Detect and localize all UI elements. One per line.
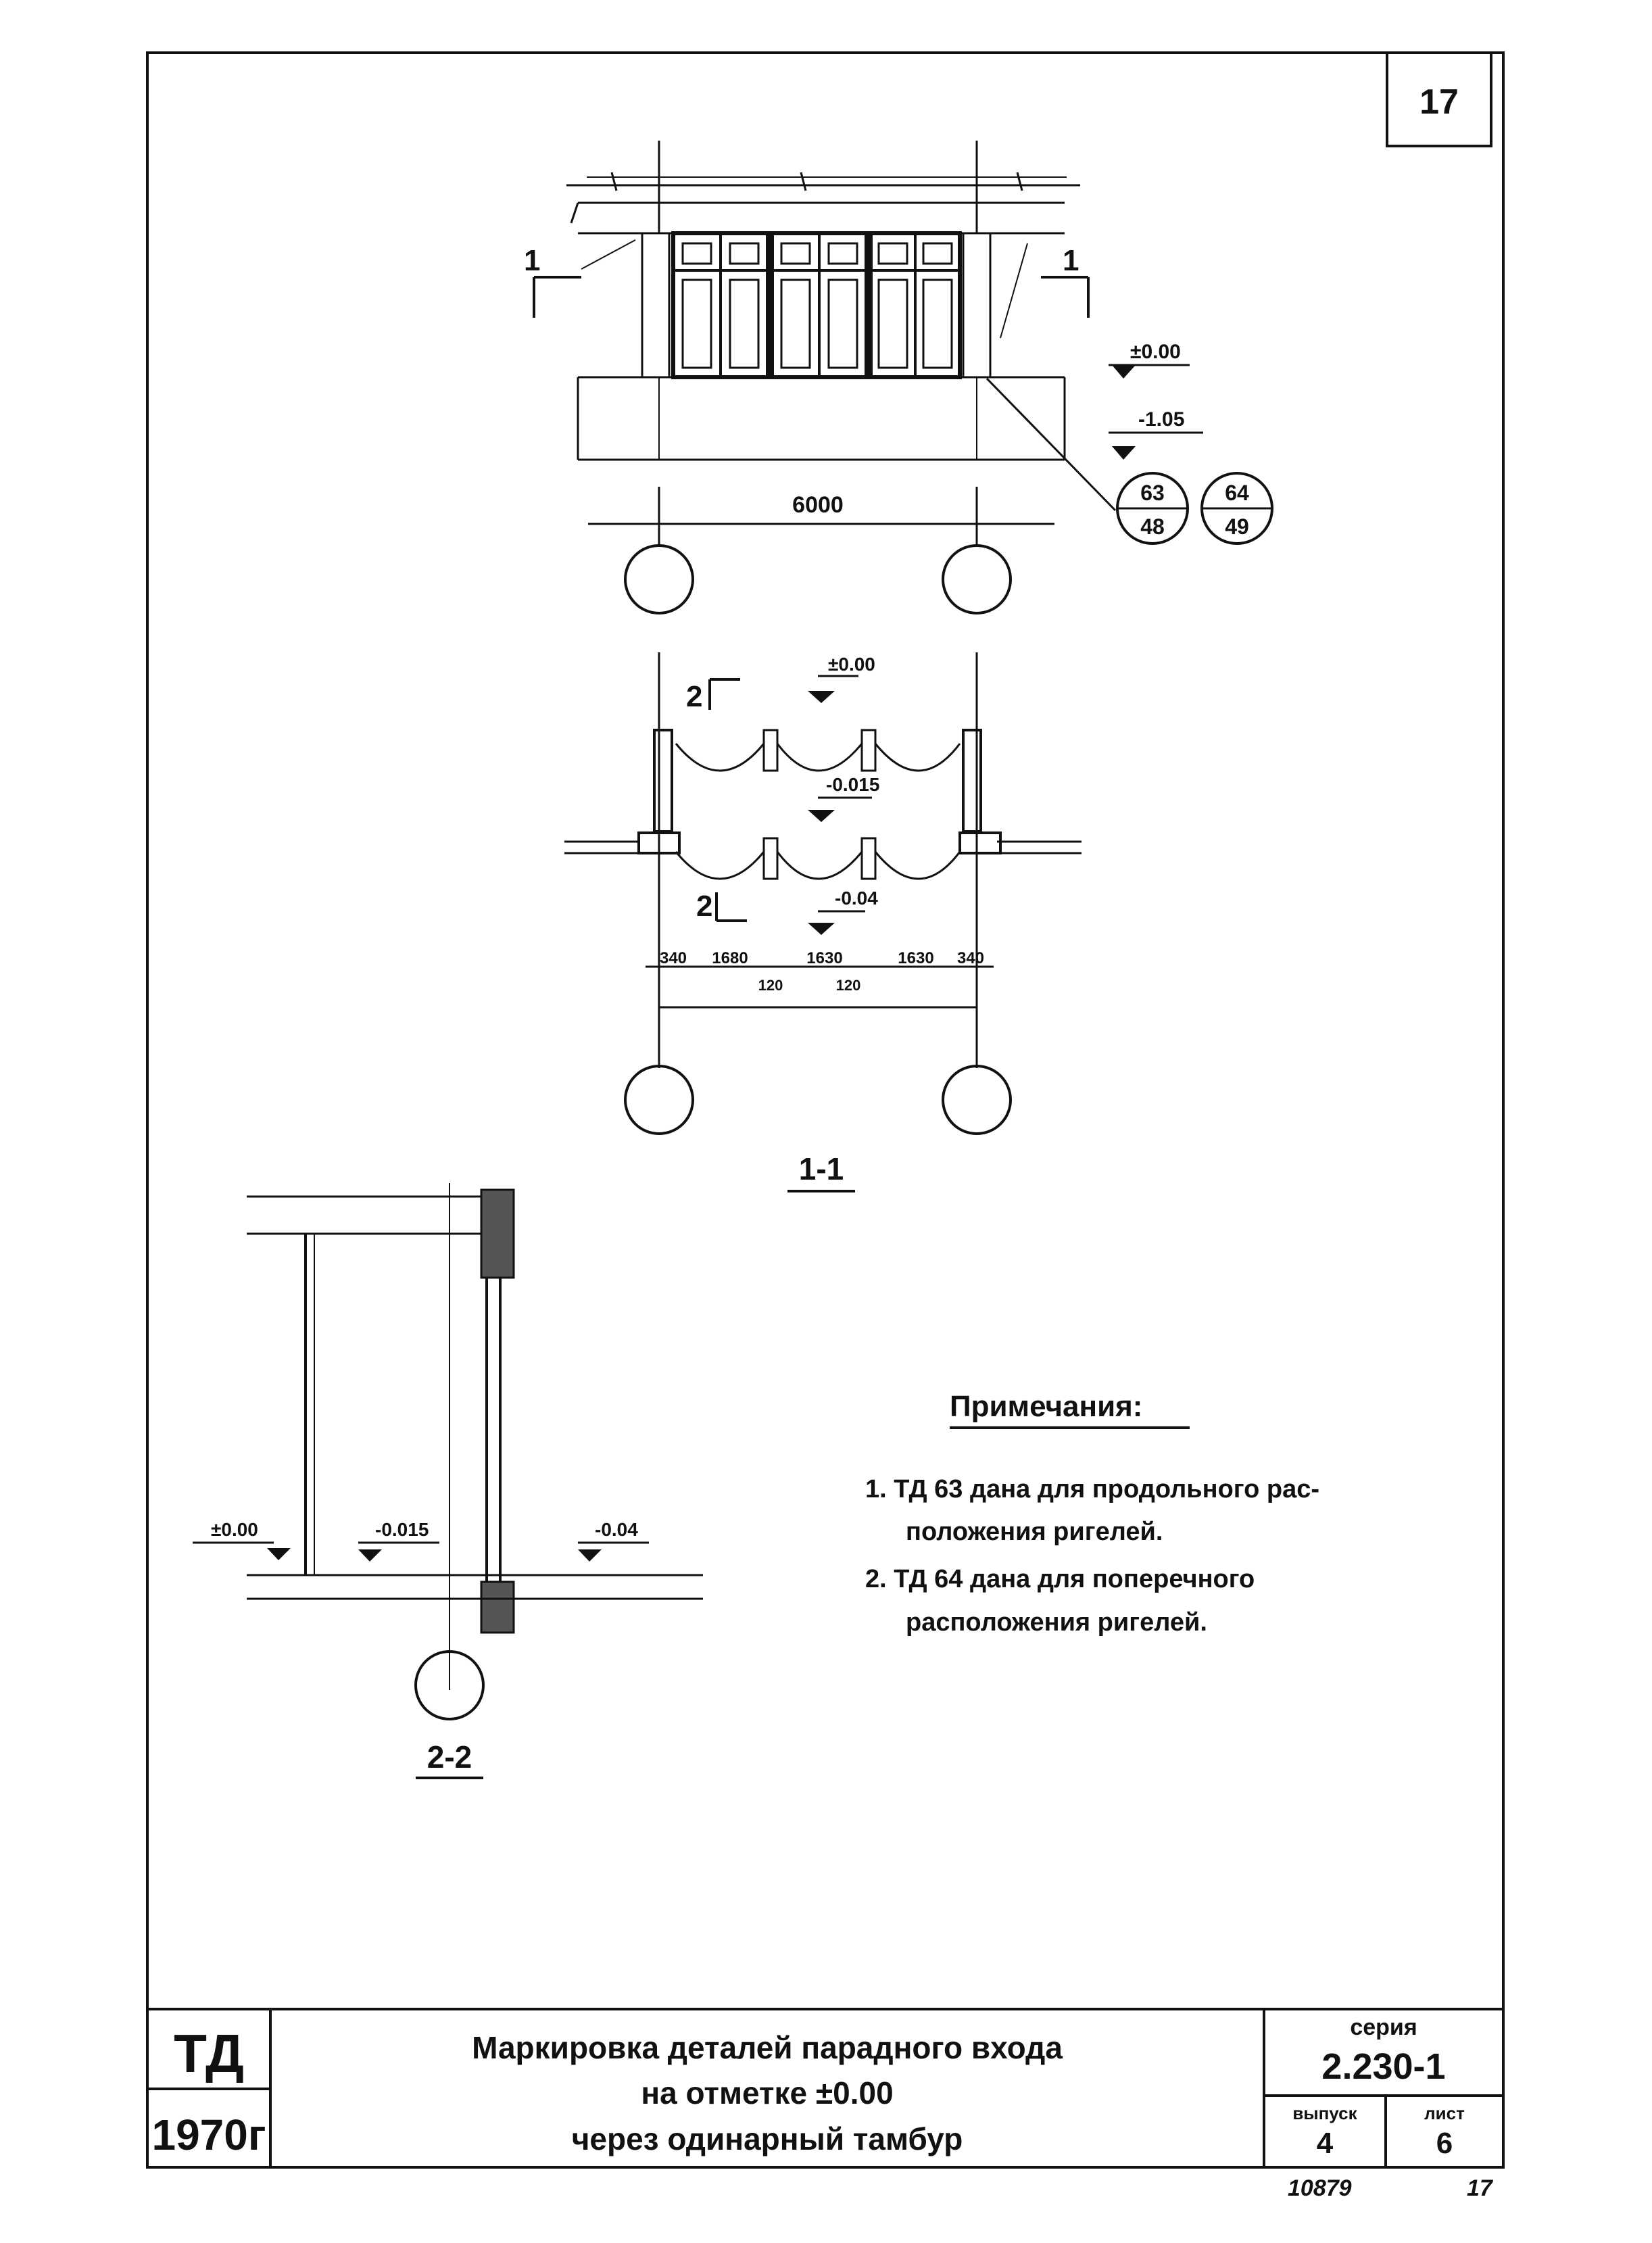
- axis-circle: [624, 1065, 694, 1135]
- sheet-frame: [146, 51, 1505, 2169]
- level-marker: [808, 810, 835, 822]
- elevation-level-zero: ±0.00: [1130, 341, 1181, 363]
- plan-level-top: ±0.00: [828, 654, 875, 675]
- section-2-2: ±0.00 -0.015 -0.04 2-2: [193, 1183, 703, 1779]
- note-2-line-1: 2. ТД 64 дана для поперечного: [865, 1565, 1255, 1593]
- level-marker: [1112, 446, 1136, 460]
- footer-left: 10879: [1288, 2175, 1352, 2201]
- series-label: серия: [1350, 2015, 1417, 2040]
- section22-level-mid: -0.015: [375, 1519, 429, 1540]
- elevation-view: 1 1 ±0.00 -1.05 63 48 64 49 6000: [524, 141, 1273, 614]
- door-leaves: [671, 231, 962, 379]
- section22-level-left: ±0.00: [211, 1519, 258, 1540]
- title-line-2: на отметке ±0.00: [641, 2075, 893, 2111]
- notes-block: Примечания: 1. ТД 63 дана для продольног…: [865, 1390, 1319, 1637]
- axis-circle: [624, 544, 694, 614]
- axis-circle: [942, 544, 1012, 614]
- ref-circle-2-top: 64: [1225, 481, 1249, 505]
- plan-title: 1-1: [799, 1151, 844, 1186]
- plan-section-1-1: 2 2 ±0.00 -0.015 -0.04 340 1680 1630 163…: [564, 652, 1082, 1192]
- plan-level-mid: -0.015: [826, 774, 879, 795]
- elevation-level-minus: -1.05: [1138, 408, 1184, 431]
- dim-1: 340: [660, 949, 687, 967]
- footer-right: 17: [1467, 2175, 1494, 2201]
- sheet-label: лист: [1424, 2103, 1465, 2123]
- dim-4: 1630: [898, 949, 933, 967]
- note-1-line-2: положения ригелей.: [906, 1518, 1163, 1546]
- dim-small-2: 120: [836, 977, 861, 994]
- title-block: ТД 1970г Маркировка деталей парадного вх…: [147, 2008, 1503, 2167]
- section22-level-right: -0.04: [595, 1519, 638, 1540]
- title-line-3: через одинарный тамбур: [572, 2121, 963, 2156]
- dim-5: 340: [957, 949, 984, 967]
- level-marker: [358, 1549, 382, 1562]
- axis-circle: [942, 1065, 1012, 1135]
- issue-value: 4: [1317, 2127, 1334, 2160]
- dim-2: 1680: [712, 949, 748, 967]
- series-value: 2.230-1: [1321, 2046, 1445, 2087]
- level-marker: [808, 691, 835, 703]
- level-marker: [1112, 365, 1136, 379]
- axis-circle: [414, 1650, 485, 1720]
- dimension-overall: 6000: [792, 492, 844, 518]
- sheet-number: 17: [1419, 82, 1459, 122]
- section22-title: 2-2: [427, 1739, 472, 1775]
- note-2-line-2: расположения ригелей.: [906, 1608, 1207, 1637]
- title-code: ТД: [174, 2023, 244, 2083]
- dim-small-1: 120: [758, 977, 783, 994]
- level-marker: [267, 1548, 291, 1560]
- dim-3: 1630: [806, 949, 842, 967]
- section-mark-2-bottom: 2: [696, 890, 712, 923]
- level-marker: [808, 923, 835, 935]
- sheet-value: 6: [1436, 2127, 1453, 2160]
- title-line-1: Маркировка деталей парадного входа: [472, 2030, 1063, 2065]
- notes-heading: Примечания:: [950, 1390, 1142, 1423]
- note-1-line-1: 1. ТД 63 дана для продольного рас-: [865, 1475, 1319, 1503]
- ref-circle-1-bottom: 48: [1140, 514, 1165, 539]
- section-mark-2-top: 2: [686, 680, 702, 713]
- level-marker: [578, 1549, 602, 1562]
- title-year: 1970г: [151, 2111, 266, 2159]
- issue-label: выпуск: [1292, 2103, 1357, 2123]
- ref-circle-1-top: 63: [1140, 481, 1165, 505]
- section-mark-right: 1: [1063, 244, 1079, 277]
- sheet-number-box: [1386, 51, 1492, 147]
- ref-circle-2-bottom: 49: [1225, 514, 1249, 539]
- plan-level-bot: -0.04: [835, 888, 878, 909]
- section-mark-left: 1: [524, 244, 540, 277]
